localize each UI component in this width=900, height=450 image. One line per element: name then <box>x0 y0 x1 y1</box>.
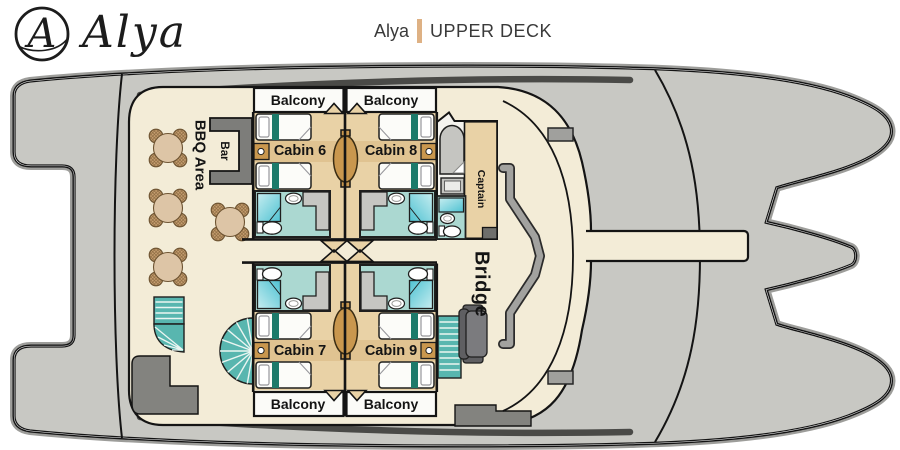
page-title: Alya UPPER DECK <box>374 19 552 43</box>
logo-emblem-icon: A <box>14 6 70 62</box>
bridge-label: Bridge <box>470 250 493 318</box>
balcony-label: Balcony <box>270 396 326 412</box>
bridge-threshold <box>547 370 574 385</box>
bar-label: Bar <box>218 141 230 161</box>
balcony-box <box>345 86 438 114</box>
balcony-box <box>252 86 345 114</box>
bridge-area <box>458 100 574 412</box>
cabin-6-label: Cabin 6 <box>273 143 327 159</box>
stairs-left <box>153 296 185 353</box>
logo-wordmark: Alya <box>82 7 187 58</box>
cabin-8-room <box>345 111 437 239</box>
stern-deck-seam <box>113 73 123 439</box>
cabin-7-room <box>253 263 345 391</box>
bbq-table <box>148 128 188 168</box>
captain-floor <box>463 121 498 240</box>
captain-wall-stub <box>481 226 498 240</box>
shower <box>438 197 465 213</box>
balcony-label: Balcony <box>363 92 419 108</box>
cabin-8-label: Cabin 8 <box>364 143 418 159</box>
captain-bathroom <box>436 195 467 240</box>
bow-walkway <box>586 229 750 263</box>
balcony-door-wedges <box>323 102 368 402</box>
brand-logo: A Alya <box>8 2 187 64</box>
cabin-9-label: Cabin 9 <box>364 343 418 359</box>
cabin-7-label: Cabin 7 <box>273 343 327 359</box>
cabin-9-room <box>345 263 437 391</box>
bbq-table <box>148 247 188 287</box>
sink <box>439 212 456 225</box>
title-deck-name: UPPER DECK <box>430 20 553 41</box>
balcony-label: Balcony <box>363 396 419 412</box>
bridge-threshold <box>547 127 574 142</box>
balcony-label: Balcony <box>270 92 326 108</box>
bridge-stern-step <box>454 404 532 427</box>
svg-text:A: A <box>24 11 57 57</box>
windshield-line <box>502 100 574 412</box>
captain-chair <box>458 304 488 364</box>
captain-cabin <box>436 111 498 240</box>
spiral-stairs <box>219 317 254 385</box>
bbq-table <box>210 202 250 242</box>
stern-step-platform <box>131 355 199 415</box>
title-separator <box>417 19 423 43</box>
stairs-bridge <box>437 315 462 379</box>
balcony-box <box>252 390 345 418</box>
corridor-door-wedges <box>318 239 376 263</box>
title-ship-name: Alya <box>374 20 410 41</box>
cabin-6-room <box>253 111 345 239</box>
captain-bed <box>439 124 465 175</box>
bbq-table <box>148 188 188 228</box>
bbq-area-label: BBQ Area <box>191 119 209 191</box>
toilet <box>442 225 462 238</box>
captain-label: Captain <box>475 169 487 209</box>
